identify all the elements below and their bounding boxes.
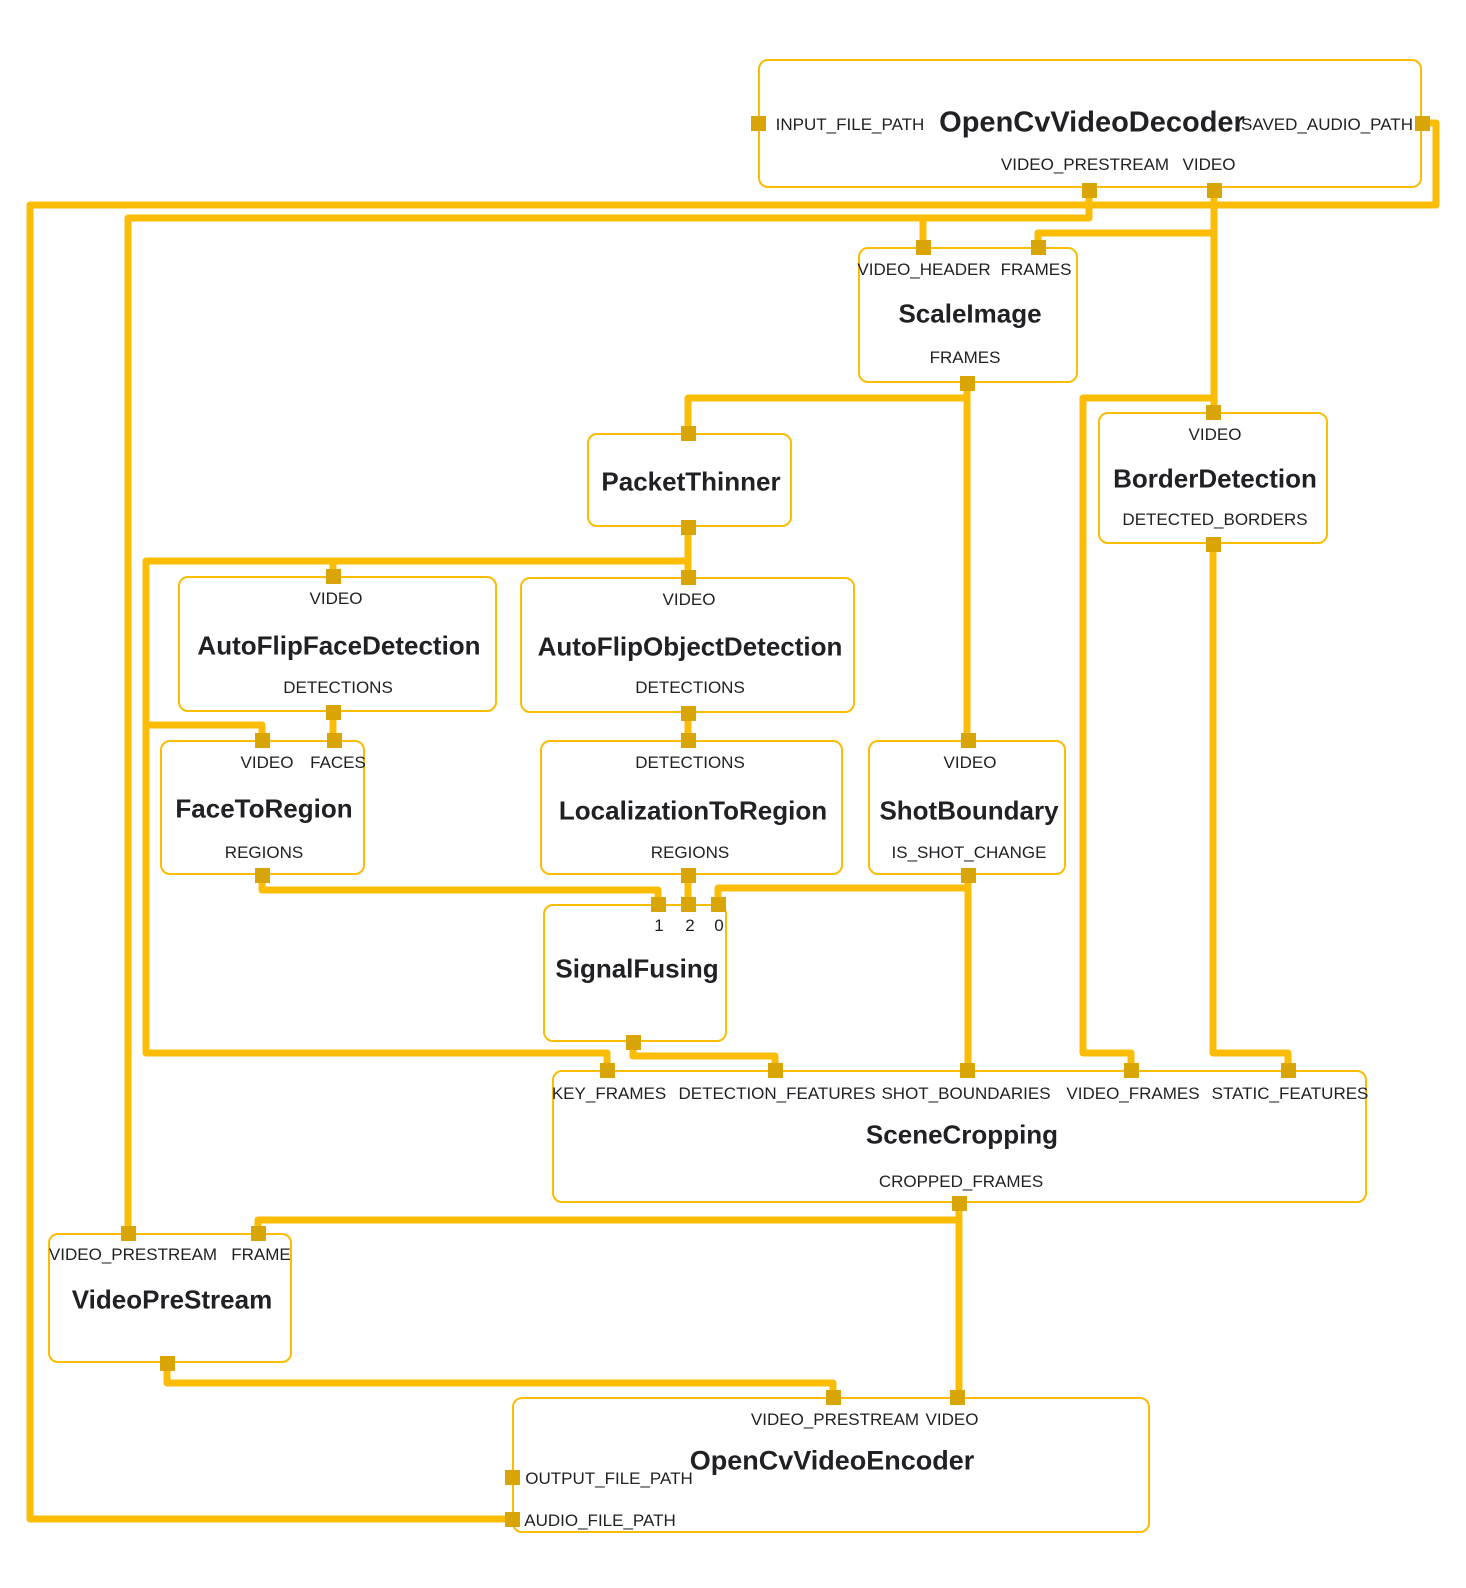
port-label-autoflip-object-detection-0: VIDEO [662, 590, 716, 609]
node-title-packet-thinner: PacketThinner [601, 466, 781, 497]
node-title-border-detection: BorderDetection [1113, 463, 1317, 494]
node-title-signal-fusing: SignalFusing [555, 953, 719, 984]
node-shot-boundary[interactable]: ShotBoundary VIDEO IS_SHOT_CHANGE [868, 740, 1066, 875]
port-label-scene-cropping-0: KEY_FRAMES [551, 1084, 667, 1103]
port-label-face-to-region-0: VIDEO [240, 753, 294, 772]
port-label-video-pre-stream-1: FRAME [231, 1245, 291, 1264]
port-label-scale-image-0: VIDEO_HEADER [857, 260, 991, 279]
port-label-border-detection-1: DETECTED_BORDERS [1122, 510, 1308, 529]
port-label-opencv-video-encoder-0: VIDEO_PRESTREAM [750, 1410, 920, 1429]
edge-saved-audio-path-to-audio-file-path [26, 119, 1440, 1523]
node-title-localization-to-region: LocalizationToRegion [558, 795, 828, 826]
port-label-signal-fusing-1: 2 [685, 916, 695, 935]
port-label-face-to-region-2: REGIONS [224, 843, 304, 862]
port-label-localization-to-region-0: DETECTIONS [635, 753, 745, 772]
node-packet-thinner[interactable]: PacketThinner [587, 433, 792, 527]
node-autoflip-object-detection[interactable]: AutoFlipObjectDetection VIDEO DETECTIONS [520, 577, 855, 713]
node-title-shot-boundary: ShotBoundary [879, 795, 1059, 826]
port-label-scene-cropping-3: VIDEO_FRAMES [1066, 1084, 1200, 1103]
node-scene-cropping[interactable]: SceneCropping KEY_FRAMES DETECTION_FEATURE… [551, 1070, 1369, 1203]
port-label-opencv-video-decoder-3: VIDEO [1182, 155, 1236, 174]
port-label-scene-cropping-4: STATIC_FEATURES [1211, 1084, 1369, 1103]
node-autoflip-face-detection[interactable]: AutoFlipFaceDetection VIDEO DETECTIONS [178, 576, 497, 712]
port-label-autoflip-face-detection-0: VIDEO [309, 589, 363, 608]
port-label-signal-fusing-0: 1 [654, 916, 664, 935]
node-title-autoflip-object-detection: AutoFlipObjectDetection [537, 631, 843, 662]
node-title-scale-image: ScaleImage [898, 298, 1042, 329]
node-scale-image[interactable]: ScaleImage VIDEO_HEADER FRAMES FRAMES [857, 247, 1078, 383]
edge-video-prestream-to-videoprestream [124, 190, 1093, 1233]
port-label-opencv-video-encoder-1: VIDEO [925, 1410, 979, 1429]
port-label-scene-cropping-2: SHOT_BOUNDARIES [881, 1084, 1051, 1103]
port-label-autoflip-face-detection-1: DETECTIONS [283, 678, 393, 697]
node-title-face-to-region: FaceToRegion [175, 793, 353, 824]
node-face-to-region[interactable]: FaceToRegion VIDEO FACES REGIONS [160, 740, 366, 875]
port-label-video-pre-stream-0: VIDEO_PRESTREAM [48, 1245, 218, 1264]
port-label-autoflip-object-detection-1: DETECTIONS [635, 678, 745, 697]
port-label-face-to-region-1: FACES [310, 753, 366, 772]
port-label-opencv-video-decoder-2: VIDEO_PRESTREAM [1000, 155, 1170, 174]
port-label-shot-boundary-1: IS_SHOT_CHANGE [891, 843, 1047, 862]
node-localization-to-region[interactable]: LocalizationToRegion DETECTIONS REGIONS [540, 740, 843, 875]
port-label-opencv-video-encoder-2: OUTPUT_FILE_PATH [525, 1469, 693, 1488]
port-label-opencv-video-decoder-1: SAVED_AUDIO_PATH [1241, 115, 1413, 134]
port-label-shot-boundary-0: VIDEO [943, 753, 997, 772]
node-title-autoflip-face-detection: AutoFlipFaceDetection [197, 630, 481, 661]
port-label-opencv-video-encoder-3: AUDIO_FILE_PATH [524, 1511, 676, 1530]
edge-frames-branch-packet-thinner [684, 394, 967, 433]
node-title-opencv-video-encoder: OpenCvVideoEncoder [689, 1445, 975, 1476]
node-opencv-video-decoder[interactable]: OpenCvVideoDecoder INPUT_FILE_PATH SAVED_A… [758, 59, 1422, 188]
port-label-scale-image-1: FRAMES [1000, 260, 1072, 279]
edge-borders-to-static-features [1209, 544, 1292, 1070]
port-label-localization-to-region-1: REGIONS [650, 843, 730, 862]
port-label-border-detection-0: VIDEO [1188, 425, 1242, 444]
node-border-detection[interactable]: BorderDetection VIDEO DETECTED_BORDERS [1098, 412, 1328, 544]
port-label-scene-cropping-5: CROPPED_FRAMES [878, 1172, 1044, 1191]
node-title-video-pre-stream: VideoPreStream [71, 1284, 273, 1315]
port-label-signal-fusing-2: 0 [714, 916, 724, 935]
node-title-opencv-video-decoder: OpenCvVideoDecoder [939, 106, 1245, 139]
node-title-scene-cropping: SceneCropping [865, 1119, 1059, 1150]
port-label-scene-cropping-1: DETECTION_FEATURES [678, 1084, 876, 1103]
edge-thinner-branch-key-frames [142, 557, 688, 1070]
port-label-scale-image-2: FRAMES [929, 348, 1001, 367]
edge-video-branch-video-frames [1079, 394, 1214, 1070]
port-label-opencv-video-decoder-0: INPUT_FILE_PATH [775, 115, 925, 134]
node-opencv-video-encoder[interactable]: OpenCvVideoEncoder VIDEO_PRESTREAM VIDEO OU… [512, 1397, 1150, 1533]
node-video-pre-stream[interactable]: VideoPreStream VIDEO_PRESTREAM FRAME [48, 1233, 292, 1363]
